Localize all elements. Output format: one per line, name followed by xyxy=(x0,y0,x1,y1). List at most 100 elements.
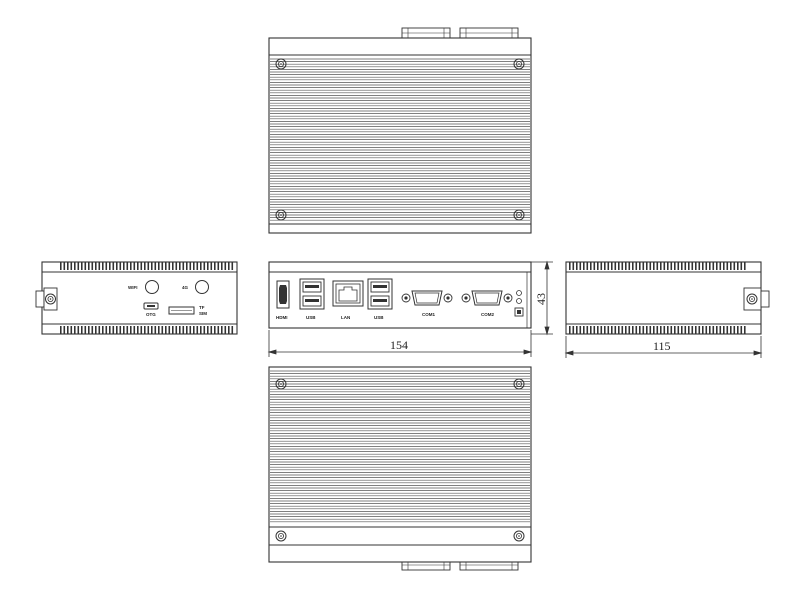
tf-sim-label: TF SIM xyxy=(199,305,207,316)
heatsink-fin xyxy=(723,262,725,270)
heatsink-fin xyxy=(140,326,143,334)
heatsink-fin xyxy=(702,262,704,270)
hdmi-port xyxy=(276,280,290,309)
heatsink-fin xyxy=(228,326,230,334)
heatsink-fin xyxy=(147,262,150,270)
heatsink-fin xyxy=(716,262,718,270)
dimension-front-height xyxy=(531,260,553,336)
heatsink-fin xyxy=(733,262,736,270)
heatsink-fin xyxy=(81,326,83,334)
heatsink-fin xyxy=(116,262,118,270)
com2-label: COM2 xyxy=(481,312,494,317)
mounting-bracket xyxy=(743,287,770,311)
heatsink-fin xyxy=(196,262,199,270)
heatsink-fin xyxy=(60,326,62,334)
com1-port xyxy=(401,290,453,306)
heatsink-fin xyxy=(663,326,666,334)
heatsink-fin xyxy=(95,262,97,270)
wifi-label: WIFI xyxy=(128,285,138,290)
heatsink-fin xyxy=(172,326,174,334)
rear-view-fins-top xyxy=(60,262,234,270)
heatsink-fin xyxy=(84,262,87,270)
usb-port-left-stack xyxy=(299,278,325,310)
heatsink-fin xyxy=(702,326,704,334)
heatsink-fin xyxy=(681,262,683,270)
rear-view-body xyxy=(41,261,238,335)
heatsink-fin xyxy=(95,326,97,334)
heatsink-fin xyxy=(63,262,66,270)
heatsink-fin xyxy=(161,326,164,334)
heatsink-fin xyxy=(572,326,575,334)
heatsink-fin xyxy=(705,262,708,270)
dimension-side-depth xyxy=(564,336,763,358)
heatsink-fin xyxy=(604,326,606,334)
heatsink-fin xyxy=(628,326,631,334)
heatsink-fin xyxy=(656,262,659,270)
heatsink-fin xyxy=(102,262,104,270)
heatsink-fin xyxy=(186,326,188,334)
led-indicator xyxy=(516,298,522,304)
top-view-body xyxy=(268,37,532,234)
heatsink-fin xyxy=(740,326,743,334)
heatsink-fin xyxy=(189,326,192,334)
heatsink-fin xyxy=(646,326,648,334)
heatsink-fin xyxy=(70,262,73,270)
heatsink-fin xyxy=(91,262,94,270)
bottom-view-heatsink-fins xyxy=(270,370,530,523)
dimension-width-value: 154 xyxy=(390,338,408,352)
heatsink-fin xyxy=(590,326,592,334)
heatsink-fin xyxy=(695,326,697,334)
heatsink-fin xyxy=(698,262,701,270)
heatsink-fin xyxy=(660,262,662,270)
heatsink-fin xyxy=(625,326,627,334)
heatsink-fin xyxy=(635,262,638,270)
heatsink-fin xyxy=(214,262,216,270)
com1-label: COM1 xyxy=(422,312,435,317)
heatsink-fin xyxy=(196,326,199,334)
heatsink-fin xyxy=(228,262,230,270)
lan-port xyxy=(332,280,364,307)
heatsink-fin xyxy=(730,326,732,334)
heatsink-fin xyxy=(656,326,659,334)
heatsink-fin xyxy=(74,262,76,270)
heatsink-fin xyxy=(112,262,115,270)
heatsink-fin xyxy=(649,262,652,270)
heatsink-fin xyxy=(614,262,617,270)
heatsink-fin xyxy=(576,262,578,270)
heatsink-fin xyxy=(130,326,132,334)
heatsink-fin xyxy=(684,262,687,270)
side-view-fins-top xyxy=(569,262,746,270)
heatsink-fin xyxy=(189,262,192,270)
heatsink-fin xyxy=(88,326,90,334)
heatsink-fin xyxy=(632,326,634,334)
top-view xyxy=(268,27,532,234)
heatsink-fin xyxy=(723,326,725,334)
heatsink-fin xyxy=(583,326,585,334)
heatsink-fin xyxy=(193,262,195,270)
heatsink-fin xyxy=(635,326,638,334)
heatsink-fin xyxy=(628,262,631,270)
heatsink-fin xyxy=(670,262,673,270)
heatsink-fin xyxy=(126,262,129,270)
heatsink-fin xyxy=(590,262,592,270)
heatsink-fin xyxy=(712,262,715,270)
heatsink-fin xyxy=(611,326,613,334)
heatsink-fin xyxy=(583,262,585,270)
heatsink-fin xyxy=(730,262,732,270)
heatsink-fin xyxy=(63,326,66,334)
heatsink-fin xyxy=(98,262,101,270)
side-view-body xyxy=(565,261,762,335)
heatsink-fin xyxy=(133,326,136,334)
top-view-heatsink-fins xyxy=(270,58,530,221)
heatsink-fin xyxy=(698,326,701,334)
heatsink-fin xyxy=(165,326,167,334)
dimension-height-value: 43 xyxy=(534,293,548,305)
heatsink-fin xyxy=(119,326,122,334)
heatsink-fin xyxy=(200,326,202,334)
heatsink-fin xyxy=(140,262,143,270)
heatsink-fin xyxy=(175,326,178,334)
heatsink-fin xyxy=(614,326,617,334)
heatsink-fin xyxy=(691,262,694,270)
heatsink-fin xyxy=(684,326,687,334)
